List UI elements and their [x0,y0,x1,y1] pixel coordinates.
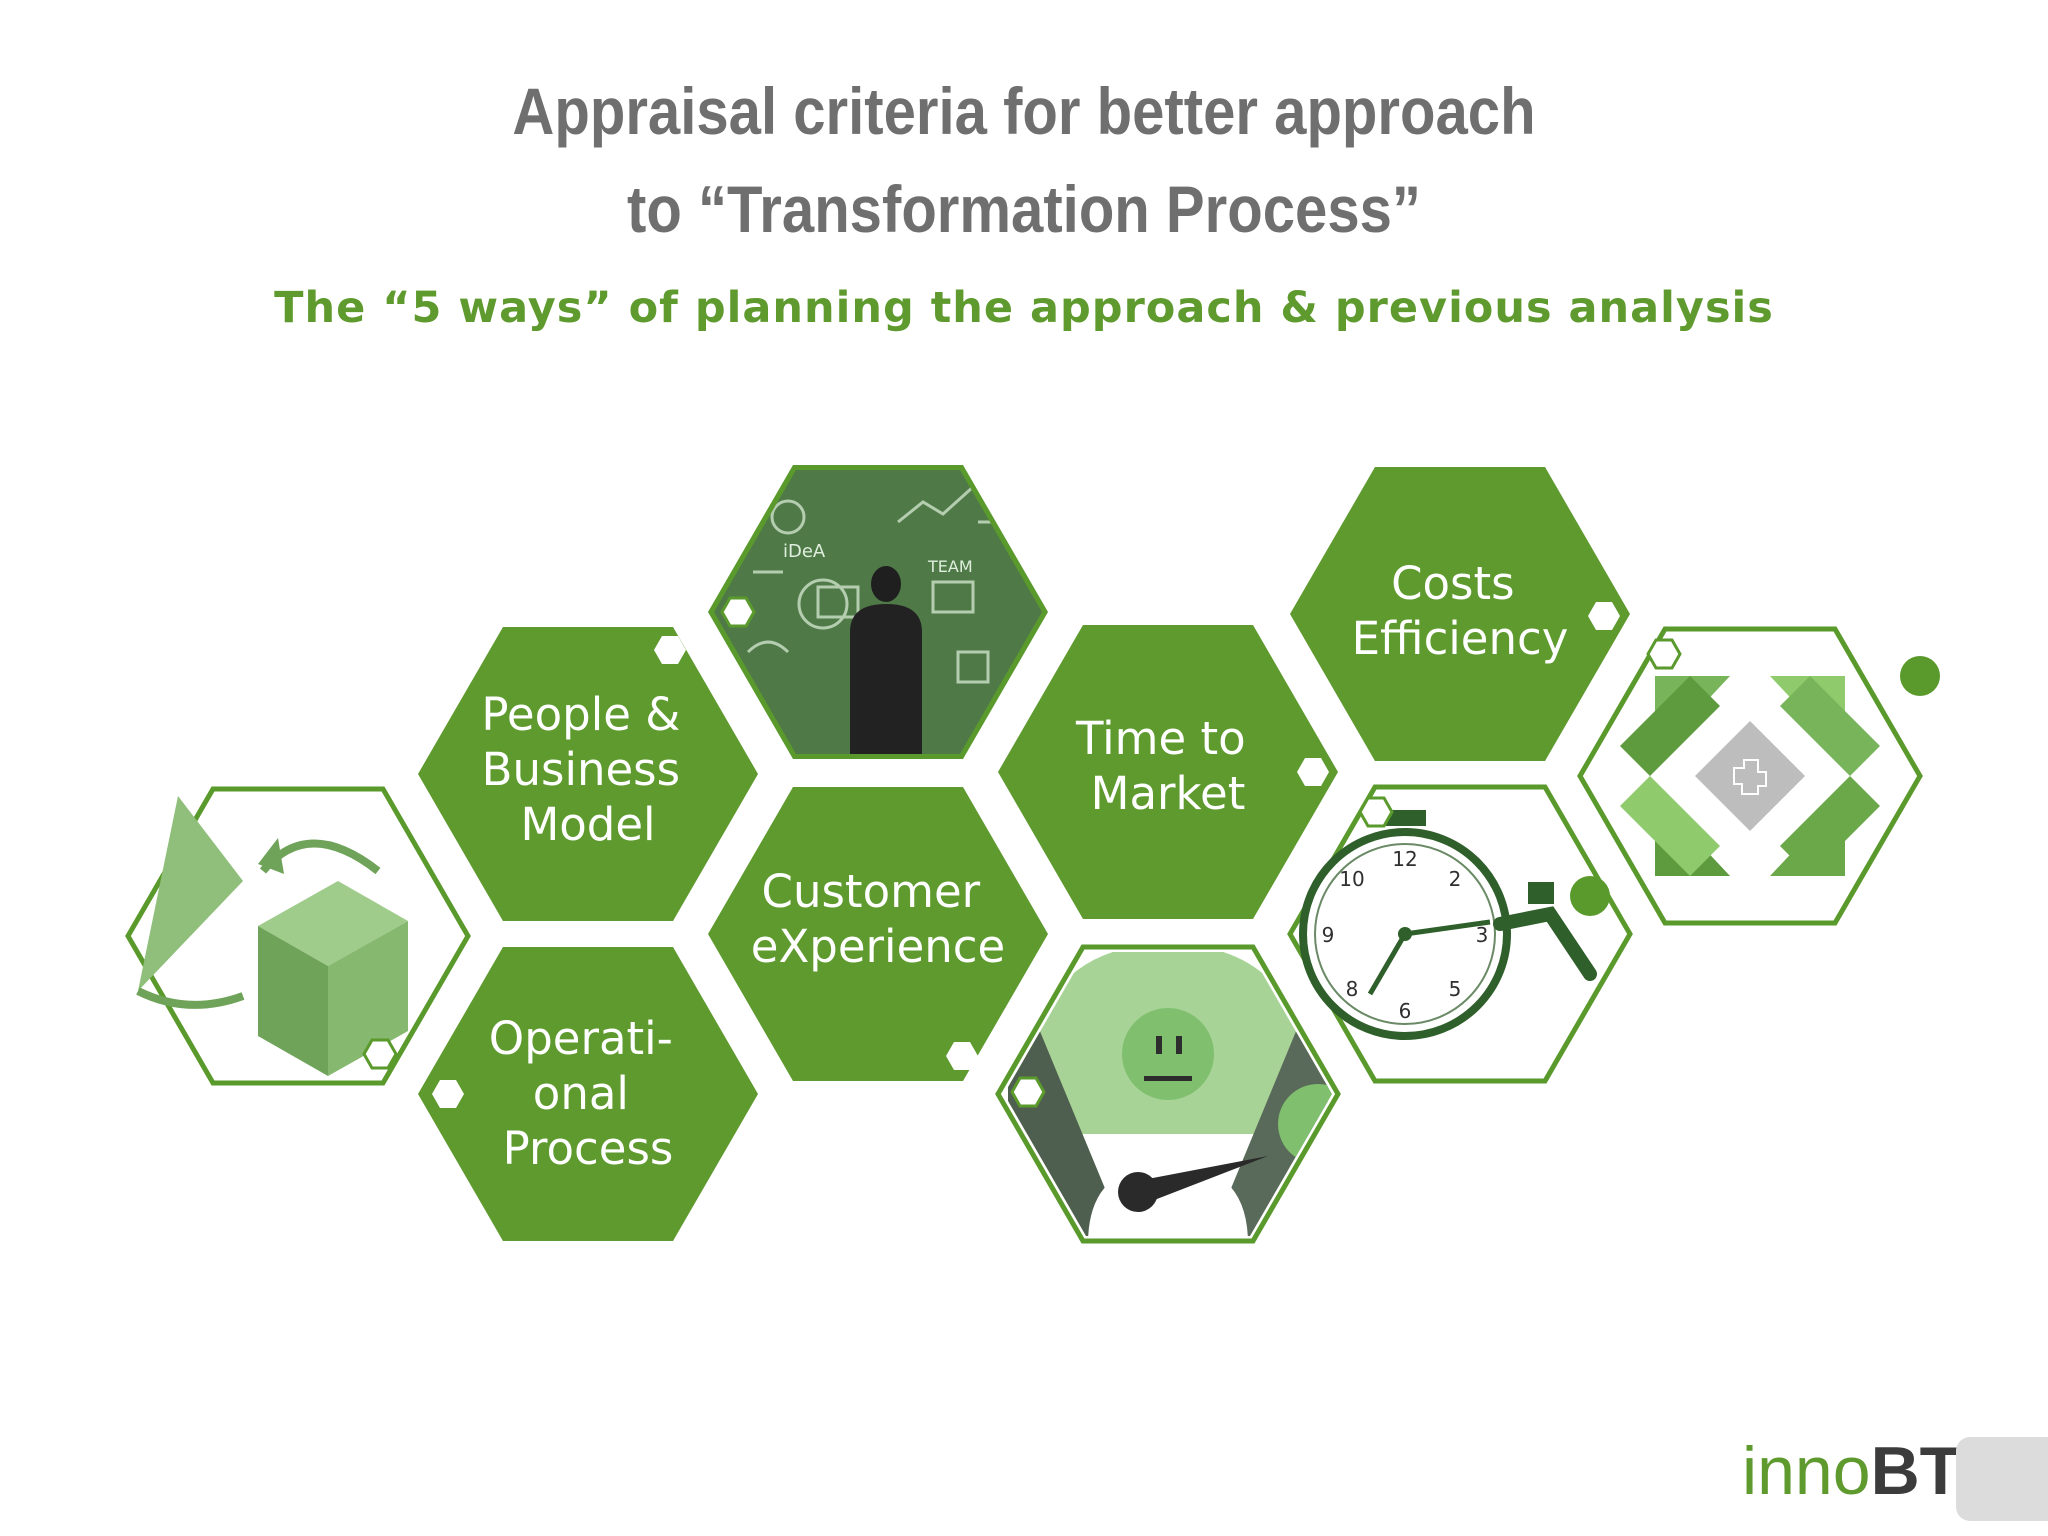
puzzle-hands-icon [1570,629,1940,923]
svg-text:6: 6 [1399,999,1412,1023]
title-line-1: Appraisal criteria for better approach [512,74,1536,148]
criterion-time-to-market: Time to Market [998,625,1338,919]
innobt-logo: innoBT [1742,1432,1961,1510]
cone-cube-transformation-icon [128,789,468,1083]
criterion-label: Costs Efficiency [1352,557,1569,665]
svg-text:5: 5 [1449,977,1462,1001]
svg-text:3: 3 [1476,923,1489,947]
face-speedometer-icon [998,944,1358,1244]
svg-text:10: 10 [1339,867,1364,891]
logo-inno: inno [1742,1433,1871,1509]
svg-text:TEAM: TEAM [927,557,973,576]
title-line-2: to “Transformation Process” [627,172,1421,246]
criterion-label: Time to Market [1075,712,1260,820]
svg-text:12: 12 [1392,847,1417,871]
criterion-customer-experience: Customer eXperience [708,787,1048,1081]
svg-text:2: 2 [1449,867,1462,891]
svg-text:9: 9 [1322,923,1335,947]
slide-subtitle: The “5 ways” of planning the approach & … [274,283,1774,333]
slide-title: Appraisal criteria for better approach t… [123,62,1925,258]
svg-text:8: 8 [1346,977,1359,1001]
svg-text:iDeA: iDeA [783,541,826,562]
page-number-tab [1956,1437,2048,1521]
criterion-label: Operati- onal Process [489,1012,687,1175]
criterion-operational-process: Operati- onal Process [418,947,758,1241]
criterion-people-business-model: People & Business Model [418,627,758,921]
stopwatch-icon: 12 2 3 5 6 8 9 10 [1290,787,1630,1081]
criterion-costs-efficiency: Costs Efficiency [1290,467,1630,761]
chalkboard-businessman-icon: iDeA TEAM [708,465,1048,759]
criterion-label: Customer eXperience [751,865,1005,973]
criterion-label: People & Business Model [481,688,694,851]
logo-bt: BT [1870,1433,1962,1509]
